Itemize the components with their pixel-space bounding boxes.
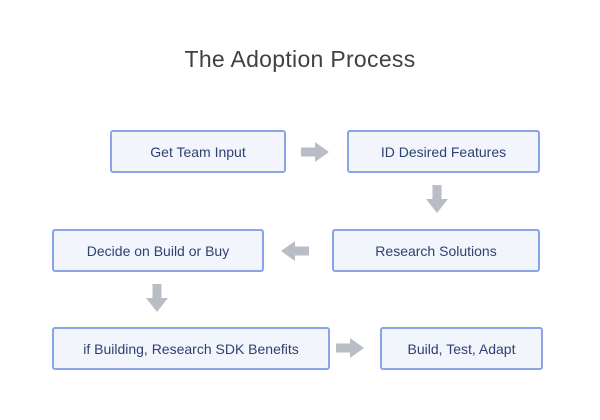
node-get-team-input: Get Team Input — [110, 130, 286, 173]
left-arrow-icon — [281, 241, 309, 261]
node-decide-on-build-or-buy: Decide on Build or Buy — [52, 229, 264, 272]
right-arrow-icon — [336, 338, 364, 358]
node-id-desired-features: ID Desired Features — [347, 130, 540, 173]
node-build-test-adapt: Build, Test, Adapt — [380, 327, 543, 370]
diagram-title: The Adoption Process — [184, 46, 416, 72]
node-if-building-research-sdk-benefits: if Building, Research SDK Benefits — [52, 327, 330, 370]
down-arrow-icon — [426, 185, 448, 213]
down-arrow-icon — [146, 284, 168, 312]
right-arrow-icon — [301, 142, 329, 162]
node-research-solutions: Research Solutions — [332, 229, 540, 272]
